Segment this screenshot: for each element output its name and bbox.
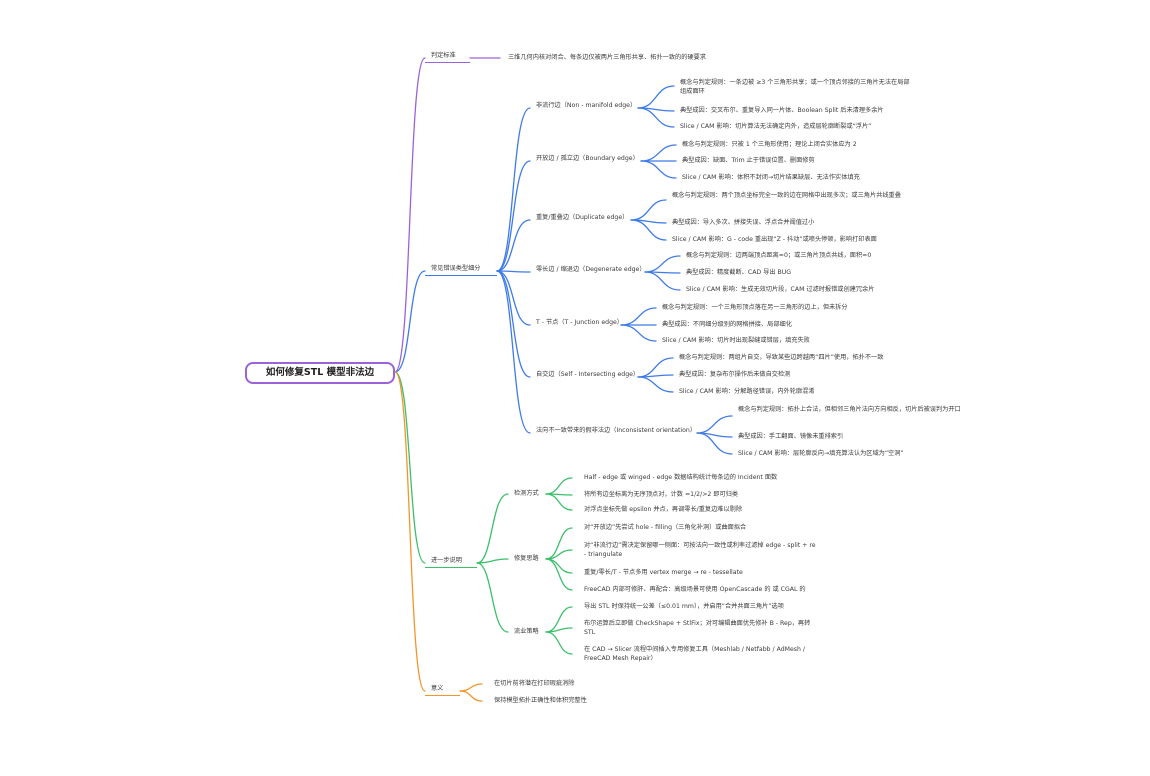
topic-further[interactable]: 进一步说明 bbox=[431, 557, 462, 564]
topic-common[interactable]: 常见错误类型细分 bbox=[431, 265, 481, 272]
topic-judge-underline bbox=[425, 62, 470, 63]
leaf-item[interactable]: 在 CAD → Slicer 流程中间插入专用修复工具（Meshlab / Ne… bbox=[584, 646, 805, 662]
leaf-item[interactable]: 概念与判定规则：两组片自交，导致某些边跨越两“四片”使用，拓扑不一致 bbox=[679, 354, 884, 361]
leaf-item[interactable]: 典型成因：精度截断、CAD 导出 BUG bbox=[686, 269, 792, 276]
leaf-item[interactable]: 概念与判定规则：一个三角形顶点落在另一三角形的边上，但未拆分 bbox=[662, 304, 848, 311]
leaf-item[interactable]: 概念与判定规则：只被 1 个三角形使用；理论上闭合实体应为 2 bbox=[682, 141, 857, 148]
leaf-item[interactable]: 导出 STL 时保持统一公差（≤0.01 mm），并启用“合并共面三角片”选项 bbox=[584, 603, 784, 610]
leaf-item[interactable]: 在切片前将潜在打印瑕疵消除 bbox=[494, 680, 575, 687]
leaf-item[interactable]: Slice / CAM 影响：切片算法无法确定内外，造成层轮廓断裂或“浮片” bbox=[680, 123, 872, 130]
leaf-item[interactable]: 典型成因：交叉布尔、重复导入同一片体、Boolean Split 后未清理多余片 bbox=[680, 107, 884, 114]
leaf-item[interactable]: Slice / CAM 影响：分解路径错误，内外轮廓混淆 bbox=[679, 388, 815, 395]
leaf-item[interactable]: 概念与判定规则：一条边被 ≥3 个三角形共享；或一个顶点邻接的三角片无法在局部组… bbox=[680, 79, 910, 95]
topic-common-underline bbox=[425, 275, 497, 276]
group-non-manifold[interactable]: 非流行边（Non - manifold edge） bbox=[536, 102, 637, 109]
leaf-item[interactable]: 概念与判定规则：拓扑上合法，但相邻三角片法向方向相反，切片后被误判为开口 bbox=[738, 406, 961, 413]
leaf-item[interactable]: Slice / CAM 影响：切片时出现裂缝或错层，填充失败 bbox=[662, 337, 810, 344]
leaf-item[interactable]: Slice / CAM 影响：层轮廓反向→填充算法认为区域为“空洞” bbox=[738, 450, 904, 457]
group-duplicate[interactable]: 重复/重叠边（Duplicate edge） bbox=[536, 214, 629, 221]
group-repair[interactable]: 修复思路 bbox=[514, 555, 539, 562]
group-self-intersecting[interactable]: 自交边（Self - Intersecting edge） bbox=[536, 371, 640, 378]
group-t-junction[interactable]: T - 节点（T - Junction edge） bbox=[536, 319, 623, 326]
leaf-item[interactable]: Slice / CAM 影响：G - code 重出现“Z - 抖动”或喷头停顿… bbox=[672, 236, 877, 243]
topic-judge[interactable]: 判定标准 bbox=[431, 52, 456, 59]
group-detection[interactable]: 检测方式 bbox=[514, 490, 539, 497]
topic-meaning[interactable]: 意义 bbox=[431, 685, 444, 692]
topic-further-underline bbox=[425, 567, 477, 568]
leaf-item[interactable]: 典型成因：手工翻面、镜像未重排索引 bbox=[738, 433, 844, 440]
leaf-item[interactable]: 重复/零长/T - 节点多用 vertex merge → re - tesse… bbox=[584, 569, 743, 576]
leaf-item[interactable]: 典型成因：缺面、Trim 止于错误位置、删面修剪 bbox=[682, 157, 815, 164]
leaf-item[interactable]: 概念与判定规则：边两端顶点距离≈0；或三角片顶点共线，面积≈0 bbox=[686, 252, 872, 259]
group-workflow[interactable]: 流业策略 bbox=[514, 628, 539, 635]
leaf-item[interactable]: 对浮点坐标先做 epsilon 并点，再调零长/重复边难以剔除 bbox=[584, 506, 743, 513]
leaf-item[interactable]: 对“开放边”先尝试 hole - filling（三角化补洞）或曲面拟合 bbox=[584, 524, 747, 531]
leaf-item[interactable]: 典型成因：复杂布尔操作后未做自交检测 bbox=[679, 371, 791, 378]
topic-meaning-underline bbox=[425, 695, 460, 696]
leaf-item[interactable]: FreeCAD 内部可修肝、再配合：高级场景可使用 OpenCascade 的 … bbox=[584, 586, 806, 593]
leaf-item[interactable]: Half - edge 或 winged - edge 数据结构统计每条边的 I… bbox=[584, 474, 778, 481]
group-inconsistent-orientation[interactable]: 法向不一致带来的假非法边（Inconsistent orientation） bbox=[536, 427, 697, 434]
root-topic[interactable]: 如何修复STL 模型非法边 bbox=[245, 362, 395, 384]
leaf-item[interactable]: 典型成因：不同细分级别的网格拼接、局部细化 bbox=[662, 321, 792, 328]
leaf-item[interactable]: 保持模型拓扑正确性和体积完整性 bbox=[494, 697, 587, 704]
leaf-item[interactable]: Slice / CAM 影响：体积不封闭→切片结果缺层、无法作实体填充 bbox=[682, 174, 860, 181]
leaf-item[interactable]: 典型成因：导入多次、拼接失误、浮点合并阈值过小 bbox=[672, 219, 815, 226]
leaf-item[interactable]: 将所有边坐标离为无序顶点对，计数 =1/2/>2 即可归类 bbox=[584, 491, 739, 498]
group-degenerate[interactable]: 零长边 / 缩退边（Degenerate edge） bbox=[536, 266, 646, 273]
leaf-item[interactable]: 概念与判定规则：两个顶点坐标完全一致的边在网格中出现多次；或三角片共线重叠 bbox=[672, 192, 901, 199]
leaf-item[interactable]: 对“非流行边”需决定保留哪一侧面：可按法向一致性或利率过滤掉 edge - sp… bbox=[584, 542, 816, 558]
leaf-item[interactable]: Slice / CAM 影响：生成无效切片段，CAM 过滤时报错或创建冗余片 bbox=[686, 286, 875, 293]
group-boundary[interactable]: 开放边 / 孤立边（Boundary edge） bbox=[536, 155, 639, 162]
judge-item[interactable]: 三维几何内核对闭合、每条边仅被两片三角形共享、拓扑一致的的硬要求 bbox=[508, 54, 706, 61]
leaf-item[interactable]: 布尔运算后立即做 CheckShape + StlFix；对可编辑曲面优先修补 … bbox=[584, 620, 811, 636]
